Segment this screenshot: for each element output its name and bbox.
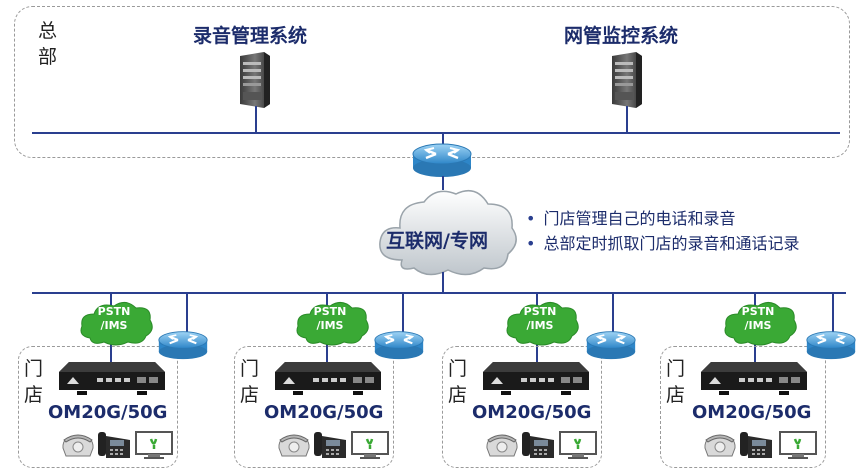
store-region: [234, 346, 394, 468]
store-label: 门店: [240, 358, 260, 406]
gateway-model: OM20G/50G: [48, 402, 168, 423]
router-icon: [158, 330, 208, 360]
analog-phone-icon: [276, 430, 312, 460]
hq-router-link: [442, 134, 444, 144]
router-cloud-link: [442, 176, 444, 190]
bullet-text: 总部定时抓取门店的录音和通话记录: [543, 234, 800, 253]
server-link-line: [626, 106, 628, 132]
recording-system-title: 录音管理系统: [193, 25, 308, 47]
hq-label: 总部: [38, 20, 58, 68]
router-icon: [806, 330, 856, 360]
gateway-device-icon: [481, 360, 591, 396]
router-icon: [412, 142, 472, 178]
pstn-label: PSTN/IMS: [313, 305, 347, 332]
store-label: 门店: [24, 358, 44, 406]
bullet-list: •门店管理自己的电话和录音 •总部定时抓取门店的录音和通话记录: [526, 206, 799, 256]
monitor-icon: [558, 430, 598, 460]
monitoring-system-title: 网管监控系统: [564, 25, 679, 47]
store-router-link: [402, 294, 404, 334]
gateway-device-icon: [699, 360, 809, 396]
analog-phone-icon: [484, 430, 520, 460]
network-label: 互联网/专网: [386, 230, 488, 252]
store-label: 门店: [666, 358, 686, 406]
gateway-model: OM20G/50G: [472, 402, 592, 423]
store-router-link: [612, 294, 614, 334]
bullet-text: 门店管理自己的电话和录音: [543, 209, 736, 228]
gateway-model: OM20G/50G: [264, 402, 384, 423]
cloud-bus-link: [442, 272, 444, 293]
bullet-item: •总部定时抓取门店的录音和通话记录: [526, 234, 800, 253]
gateway-device-icon: [273, 360, 383, 396]
ip-phone-icon: [312, 428, 348, 460]
server-icon: [234, 52, 274, 108]
bullet-item: •门店管理自己的电话和录音: [526, 209, 736, 228]
store-region: [660, 346, 826, 468]
gateway-model: OM20G/50G: [692, 402, 812, 423]
ip-phone-icon: [96, 428, 132, 460]
store-region: [442, 346, 602, 468]
analog-phone-icon: [60, 430, 96, 460]
router-icon: [586, 330, 636, 360]
store-label: 门店: [448, 358, 468, 406]
store-network-bus: [32, 292, 846, 294]
gateway-device-icon: [57, 360, 167, 396]
analog-phone-icon: [702, 430, 738, 460]
monitor-icon: [350, 430, 390, 460]
store-router-link: [186, 294, 188, 334]
server-icon: [606, 52, 646, 108]
monitor-icon: [134, 430, 174, 460]
pstn-label: PSTN/IMS: [523, 305, 557, 332]
store-router-link: [832, 294, 834, 334]
monitor-icon: [778, 430, 818, 460]
store-region: [18, 346, 178, 468]
hq-network-bus: [32, 132, 840, 134]
server-link-line: [255, 106, 257, 132]
pstn-label: PSTN/IMS: [97, 305, 131, 332]
ip-phone-icon: [738, 428, 774, 460]
router-icon: [374, 330, 424, 360]
hq-region: [14, 6, 850, 158]
ip-phone-icon: [520, 428, 556, 460]
pstn-label: PSTN/IMS: [741, 305, 775, 332]
